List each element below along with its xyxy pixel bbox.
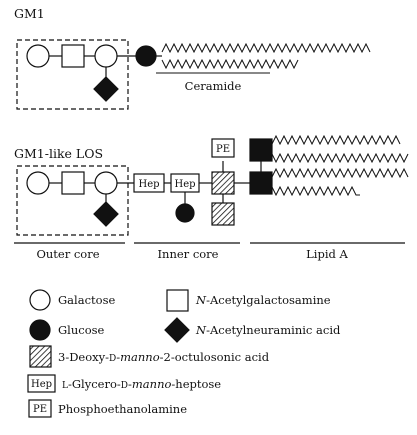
los-hep-label: Hep <box>174 179 195 190</box>
gm1-galactose-symbol <box>94 44 118 68</box>
legend-kdo-label: 3-Deoxy-D-manno-2-octulosonic acid <box>58 350 270 364</box>
legend-neuac-symbol <box>164 317 190 343</box>
los-lipid-a-glucosamine-symbol <box>249 171 273 195</box>
inner-core-label: Inner core <box>158 247 219 261</box>
legend-pe-box <box>28 399 52 418</box>
gm1-glucose-symbol <box>135 45 157 67</box>
los-galactose-symbol <box>94 171 118 195</box>
lipid-a-chain <box>271 167 409 179</box>
lipid-a-label: Lipid A <box>306 247 348 261</box>
legend-galactose-symbol <box>29 289 51 311</box>
gm1-galactose-symbol <box>26 44 50 68</box>
los-pe-box <box>211 138 235 158</box>
legend-hep-box <box>27 374 56 393</box>
los-title: GM1-like LOS <box>14 146 103 161</box>
ceramide-chain-lower <box>161 58 299 70</box>
lipid-a-chains <box>271 134 409 197</box>
lipid-a-chain <box>271 134 401 146</box>
legend-pe-label: Phosphoethanolamine <box>58 402 187 416</box>
los-hep-box <box>170 173 200 193</box>
legend-galactose-label: Galactose <box>58 293 115 307</box>
gm1-glycan <box>16 39 162 110</box>
gm1-neuac-symbol <box>93 76 119 102</box>
outer-core-label: Outer core <box>36 247 99 261</box>
legend-galnac-symbol <box>166 289 189 312</box>
legend-neuac-label: N-Acetylneuraminic acid <box>195 323 341 337</box>
legend-glucose-symbol <box>29 319 51 341</box>
legend-galnac-label: N-Acetylgalactosamine <box>195 293 331 307</box>
los-lipid-a-glucosamine-symbol <box>249 138 273 162</box>
los-hep-box <box>133 173 165 193</box>
ceramide-chain-upper <box>161 42 371 54</box>
legend-hep-label: L-Glycero-D-manno-heptose <box>62 377 221 391</box>
los-glycan <box>16 138 273 236</box>
los-galnac-symbol <box>61 171 85 195</box>
ceramide-label: Ceramide <box>185 79 242 93</box>
los-dashed-group-box <box>16 165 129 236</box>
gm1-galnac-symbol <box>61 44 85 68</box>
los-glucose-symbol <box>175 203 195 223</box>
los-kdo-symbol <box>211 171 235 195</box>
los-hep-label: Hep <box>138 179 159 190</box>
los-galactose-symbol <box>26 171 50 195</box>
los-neuac-symbol <box>93 201 119 227</box>
gm1-title: GM1 <box>14 6 45 21</box>
ceramide-chains <box>156 42 371 74</box>
legend-hep-box-label: Hep <box>31 379 52 390</box>
legend-glucose-label: Glucose <box>58 323 105 337</box>
legend-pe-box-label: PE <box>33 404 47 415</box>
legend-kdo-symbol <box>29 345 52 368</box>
lipid-a-chain <box>271 185 360 197</box>
legend: Galactose N-Acetylgalactosamine Glucose … <box>27 289 341 418</box>
lipid-a-chain <box>271 152 409 164</box>
los-kdo-symbol <box>211 202 235 226</box>
los-pe-label: PE <box>216 144 230 155</box>
gm1-dashed-group-box <box>16 39 129 110</box>
